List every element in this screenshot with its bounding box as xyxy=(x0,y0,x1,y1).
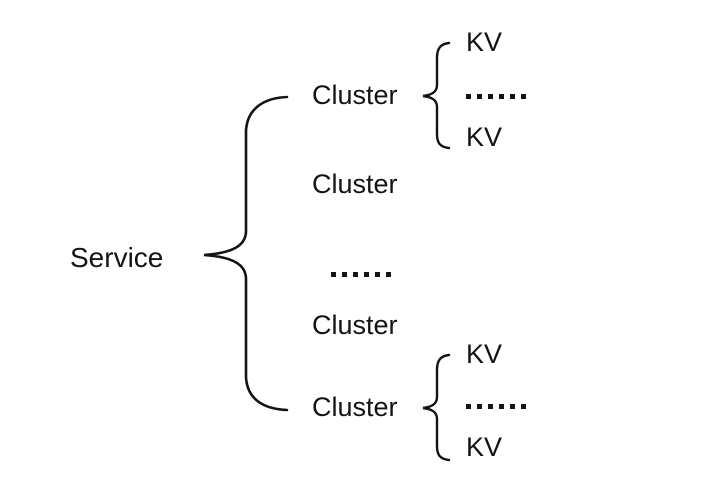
ellipsis-dot xyxy=(477,404,482,409)
kv-node-1-last: KV xyxy=(466,122,503,152)
ellipsis-dot xyxy=(521,404,526,409)
ellipsis-dot xyxy=(364,272,369,277)
cluster-node-2: Cluster xyxy=(312,169,398,199)
ellipsis-dot xyxy=(499,94,504,99)
kv-ellipsis-4 xyxy=(466,404,526,409)
ellipsis-dot xyxy=(466,404,471,409)
ellipsis-dot xyxy=(488,94,493,99)
cluster-node-1: Cluster xyxy=(312,80,398,110)
kv-ellipsis-1 xyxy=(466,94,526,99)
ellipsis-dot xyxy=(353,272,358,277)
ellipsis-dot xyxy=(510,94,515,99)
ellipsis-dot xyxy=(510,404,515,409)
ellipsis-dot xyxy=(466,94,471,99)
kv-node-4-first: KV xyxy=(466,339,503,369)
cluster-ellipsis xyxy=(331,272,391,277)
ellipsis-dot xyxy=(375,272,380,277)
ellipsis-dot xyxy=(386,272,391,277)
cluster-node-3: Cluster xyxy=(312,310,398,340)
ellipsis-dot xyxy=(521,94,526,99)
ellipsis-dot xyxy=(499,404,504,409)
service-node: Service xyxy=(70,242,164,273)
ellipsis-dot xyxy=(488,404,493,409)
cluster-node-4: Cluster xyxy=(312,392,398,422)
ellipsis-dot xyxy=(477,94,482,99)
ellipsis-dot xyxy=(331,272,336,277)
kv-node-1-first: KV xyxy=(466,27,503,57)
kv-node-4-last: KV xyxy=(466,432,503,462)
ellipsis-dot xyxy=(342,272,347,277)
